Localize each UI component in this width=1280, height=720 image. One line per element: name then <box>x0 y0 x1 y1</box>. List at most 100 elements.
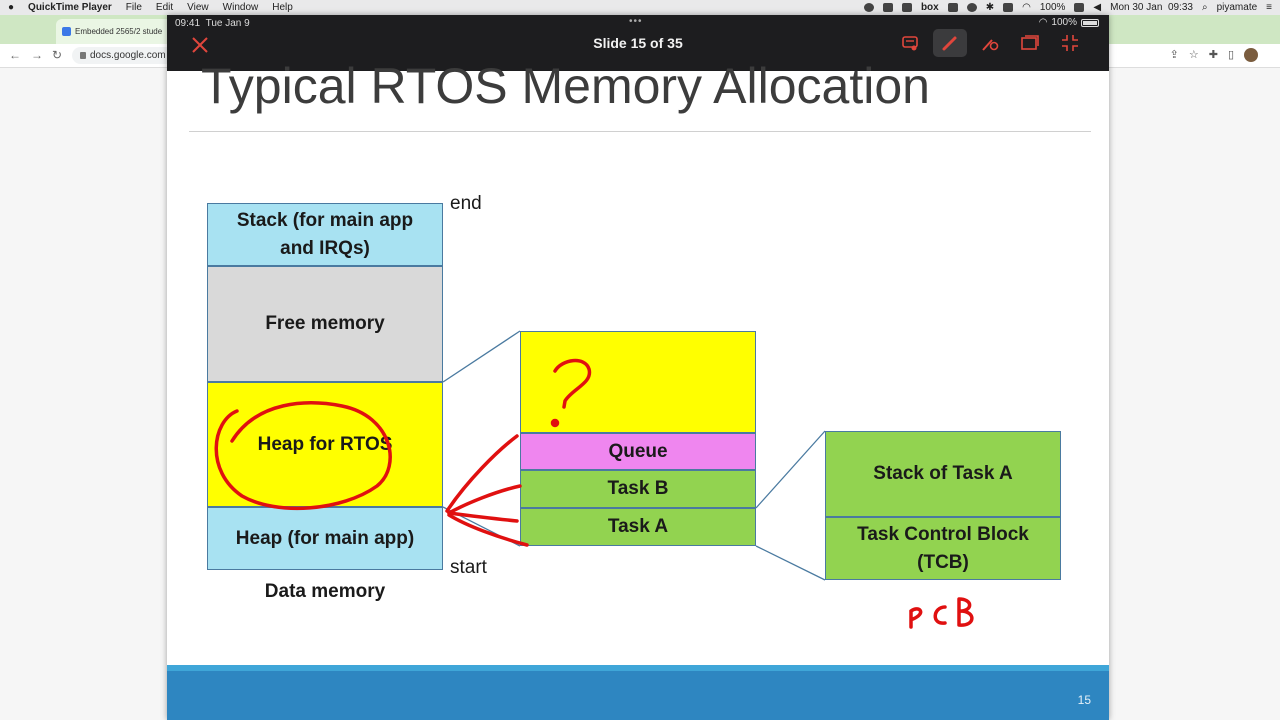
connector-task-bottom <box>755 545 826 581</box>
flag-icon[interactable] <box>1003 3 1014 12</box>
browser-tab[interactable]: Embedded 2565/2 stude <box>56 19 174 44</box>
battery-percent: 100% <box>1039 2 1066 13</box>
extensions-icon[interactable]: ✚ <box>1208 49 1218 61</box>
menu-edit[interactable]: Edit <box>155 2 174 13</box>
pen-settings-icon <box>982 39 999 51</box>
menu-view[interactable]: View <box>187 2 209 13</box>
stack-main-label: Stack (for main app and IRQs) <box>236 209 414 259</box>
google-classroom-favicon-icon <box>62 27 71 36</box>
macos-menu-bar: ● QuickTime Player File Edit View Window… <box>0 0 1280 15</box>
presenter-notes-button[interactable] <box>893 29 927 57</box>
tcb-label: Task Control Block (TCB) <box>857 523 1029 573</box>
dropbox-icon[interactable] <box>901 3 912 12</box>
heap-main-block: Heap (for main app) <box>207 507 443 570</box>
sidebar-icon[interactable]: ▯ <box>1227 49 1234 61</box>
ipad-status-time: 09:41 Tue Jan 9 <box>175 18 250 29</box>
connector-heap-bottom <box>442 506 521 547</box>
connector-heap-top <box>442 330 521 383</box>
share-icon[interactable]: ⇪ <box>1169 49 1179 61</box>
end-label: end <box>450 193 482 214</box>
ink-letter-p <box>909 607 923 629</box>
menu-window[interactable]: Window <box>222 2 259 13</box>
record-icon[interactable] <box>863 3 874 12</box>
title-divider <box>189 131 1091 132</box>
close-icon[interactable] <box>189 34 211 56</box>
slide-footer-bar: 15 <box>167 665 1109 720</box>
slide-title: Typical RTOS Memory Allocation <box>201 58 930 114</box>
free-memory-block: Free memory <box>207 266 443 382</box>
profile-avatar[interactable] <box>1244 48 1258 62</box>
heap-rtos-block: Heap for RTOS <box>207 382 443 507</box>
spotlight-search-icon[interactable]: ⌕ <box>1201 2 1208 13</box>
browser-tab-title: Embedded 2565/2 stude <box>75 27 163 36</box>
stack-main-block: Stack (for main app and IRQs) <box>207 203 443 266</box>
ink-arrow-task-a <box>447 511 519 523</box>
box-icon[interactable]: box <box>920 2 939 13</box>
footer-stripe <box>167 665 1109 671</box>
collapse-icon <box>1062 35 1078 51</box>
multitasking-dots-icon[interactable]: ••• <box>629 16 643 27</box>
control-center-icon[interactable]: ≡ <box>1266 2 1272 13</box>
back-arrow-icon[interactable]: ← <box>9 48 21 62</box>
menu-file[interactable]: File <box>125 2 142 13</box>
app-name-menu[interactable]: QuickTime Player <box>28 2 112 13</box>
slide-counter: Slide 15 of 35 <box>593 35 683 51</box>
slides-icon <box>1021 35 1039 50</box>
heap-rtos-label: Heap for RTOS <box>257 433 393 455</box>
battery-icon[interactable] <box>1074 3 1085 12</box>
ipad-status-bar: ◠ 100% <box>1039 17 1099 28</box>
task-b-block: Task B <box>520 470 756 508</box>
connector-task-top <box>755 430 826 509</box>
apple-menu-icon[interactable]: ● <box>8 2 15 13</box>
wifi-icon: ◠ <box>1038 17 1048 28</box>
pen-tool-button[interactable] <box>933 29 967 57</box>
time-machine-icon[interactable] <box>966 3 977 12</box>
start-label: start <box>450 557 487 578</box>
ipad-battery-percent: 100% <box>1051 17 1077 28</box>
lock-icon <box>80 52 86 59</box>
reload-icon[interactable]: ↻ <box>52 48 63 62</box>
cloud-icon[interactable] <box>882 3 893 12</box>
ink-letter-b <box>957 597 974 627</box>
menu-clock[interactable]: Mon 30 Jan 09:33 <box>1110 2 1193 13</box>
slide-navigator-button[interactable] <box>1013 29 1047 57</box>
screen-icon[interactable] <box>947 3 958 12</box>
ink-arrow-queue <box>445 434 519 513</box>
heap-main-label: Heap (for main app) <box>235 527 415 549</box>
slide-canvas[interactable]: Typical RTOS Memory Allocation Stack (fo… <box>167 58 1109 720</box>
bluetooth-icon[interactable]: ✱ <box>985 2 995 13</box>
presenter-toolbar: 09:41 Tue Jan 9 ••• ◠ 100% Slide 15 of 3… <box>167 15 1109 71</box>
presenter-window: 09:41 Tue Jan 9 ••• ◠ 100% Slide 15 of 3… <box>167 15 1109 720</box>
ink-arrow-tail <box>447 513 529 547</box>
forward-arrow-icon[interactable]: → <box>31 48 43 62</box>
user-name[interactable]: piyamate <box>1216 2 1258 13</box>
laser-pointer-icon <box>902 36 918 51</box>
menu-help[interactable]: Help <box>272 2 293 13</box>
slide-number: 15 <box>1077 693 1091 707</box>
status-date: Tue Jan 9 <box>205 18 250 29</box>
bookmark-star-icon[interactable]: ☆ <box>1188 49 1199 61</box>
menu-bar-status-area: box ✱ ◠ 100% ◀ Mon 30 Jan 09:33 ⌕ piyama… <box>863 0 1272 15</box>
task-a-block: Task A <box>520 508 756 546</box>
tool-settings-button[interactable] <box>973 29 1007 57</box>
queue-block: Queue <box>520 433 756 470</box>
ink-arrow-task-b <box>447 484 522 515</box>
ipad-battery-icon <box>1081 18 1099 27</box>
status-time: 09:41 <box>175 18 201 29</box>
data-memory-caption: Data memory <box>264 581 386 602</box>
task-b-label: Task B <box>607 478 669 500</box>
tcb-block: Task Control Block (TCB) <box>825 517 1061 580</box>
stack-task-a-block: Stack of Task A <box>825 431 1061 517</box>
ink-letter-c <box>933 605 947 625</box>
address-bar[interactable]: docs.google.com <box>72 47 182 64</box>
volume-icon[interactable]: ◀ <box>1093 2 1102 13</box>
pen-icon <box>942 36 957 51</box>
rtos-heap-free-block <box>520 331 756 433</box>
address-bar-url: docs.google.com <box>90 50 166 61</box>
task-a-label: Task A <box>607 516 669 538</box>
free-memory-label: Free memory <box>265 313 385 335</box>
queue-label: Queue <box>608 440 668 462</box>
stack-task-a-label: Stack of Task A <box>873 463 1013 485</box>
wifi-icon[interactable]: ◠ <box>1022 2 1031 13</box>
exit-fullscreen-button[interactable] <box>1053 29 1087 57</box>
